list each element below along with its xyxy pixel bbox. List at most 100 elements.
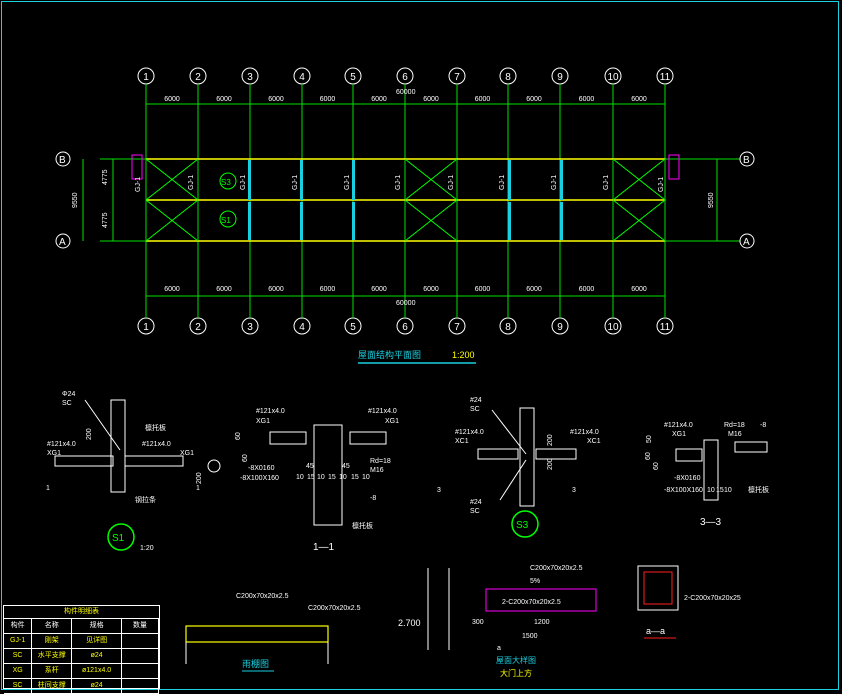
span-half-left-2: 4775 [102, 212, 109, 228]
detail-s3: #24 SC #121x4.0 XC1 #121x4.0 XC1 200 200… [437, 397, 601, 538]
svg-text:C200x70x20x2.5: C200x70x20x2.5 [308, 605, 361, 612]
svg-text:10: 10 [707, 487, 715, 494]
axis-number-3: 3 [247, 72, 253, 83]
axis-number-3: 3 [247, 322, 253, 333]
table-header-cell: 构件 [4, 619, 33, 633]
table-cell: SC [4, 679, 33, 693]
detail-s3-bubble: S3 [516, 520, 529, 531]
svg-text:XC1: XC1 [455, 438, 469, 445]
svg-text:60: 60 [645, 452, 652, 460]
bay-dim-3: 6000 [268, 286, 284, 293]
svg-text:Φ24: Φ24 [62, 391, 75, 398]
svg-text:a: a [497, 645, 501, 652]
svg-text:SC: SC [470, 508, 480, 515]
table-header-row: 构件名称规格数量 [4, 619, 159, 634]
bay-dim-1: 6000 [164, 286, 180, 293]
svg-text:XG1: XG1 [672, 431, 686, 438]
bay-dim-4: 6000 [320, 96, 336, 103]
section-a-a: 2-C200x70x20x25 a—a [637, 565, 741, 639]
gable-box-left [131, 154, 143, 180]
svg-text:15: 15 [328, 474, 336, 481]
section-a-a-title: a—a [646, 626, 665, 636]
svg-text:C200x70x20x2.5: C200x70x20x2.5 [530, 565, 583, 572]
table-cell: ø24 [72, 679, 122, 693]
svg-text:XG1: XG1 [47, 450, 61, 457]
axis-number-10: 10 [607, 72, 619, 83]
table-cell: ø121x4.0 [72, 664, 122, 678]
svg-text:2-C200x70x20x25: 2-C200x70x20x25 [684, 595, 741, 602]
svg-text:15: 15 [307, 474, 315, 481]
node-label-s3: S3 [221, 178, 231, 187]
axis-number-1: 1 [143, 72, 149, 83]
table-cell [122, 679, 159, 693]
svg-text:2-C200x70x20x2.5: 2-C200x70x20x2.5 [502, 599, 561, 606]
svg-text:#121x4.0: #121x4.0 [142, 441, 171, 448]
bay-dim-4: 6000 [320, 286, 336, 293]
svg-text:-8X100X160: -8X100X160 [664, 487, 703, 494]
svg-text:XG1: XG1 [256, 418, 270, 425]
axis-number-2: 2 [195, 72, 201, 83]
row-bubble-b-left: B [59, 155, 66, 166]
svg-text:-8X0160: -8X0160 [248, 465, 275, 472]
detail-3-3-title: 3—3 [700, 517, 722, 528]
table-cell: 系杆 [32, 664, 73, 678]
svg-text:#121x4.0: #121x4.0 [368, 408, 397, 415]
svg-text:15: 15 [716, 487, 724, 494]
svg-text:GJ-1: GJ-1 [499, 175, 506, 190]
table-header-cell: 名称 [32, 619, 73, 633]
svg-text:-8: -8 [370, 495, 376, 502]
svg-text:10: 10 [362, 474, 370, 481]
svg-text:200: 200 [86, 428, 93, 440]
svg-text:-8X0160: -8X0160 [674, 475, 701, 482]
table-title: 构件明细表 [4, 606, 159, 619]
svg-text:GJ-1: GJ-1 [188, 175, 195, 190]
roof-bracing [145, 158, 666, 242]
svg-text:45: 45 [306, 463, 314, 470]
canopy-drawing: C200x70x20x2.5 C200x70x20x2.5 雨棚图 [185, 593, 361, 672]
axis-number-11: 11 [660, 322, 671, 333]
axis-number-9: 9 [557, 322, 563, 333]
svg-text:檩托板: 檩托板 [748, 485, 769, 494]
table-cell: SC [4, 649, 33, 663]
row-bubble-a-right: A [743, 237, 750, 248]
axis-number-5: 5 [350, 72, 356, 83]
svg-text:1200: 1200 [534, 619, 550, 626]
span-total-right: 9550 [708, 192, 715, 208]
table-header-cell: 数量 [122, 619, 159, 633]
axis-number-5: 5 [350, 322, 356, 333]
frame-labels: GJ-1 GJ-1 GJ-1 GJ-1 GJ-1 GJ-1 GJ-1 GJ-1 … [135, 175, 665, 192]
table-cell: 见详图 [72, 634, 122, 648]
svg-text:Rd=18: Rd=18 [370, 458, 391, 465]
axis-number-4: 4 [299, 322, 305, 333]
node-bubble-s3 [219, 172, 237, 190]
table-cell: ø24 [72, 649, 122, 663]
svg-text:200: 200 [547, 434, 554, 446]
svg-text:SC: SC [470, 406, 480, 413]
table-cell: 柱间支撑 [32, 679, 73, 693]
axis-number-2: 2 [195, 322, 201, 333]
table-cell: 水平支撑 [32, 649, 73, 663]
door-canopy-detail: C200x70x20x2.5 5% 2-C200x70x20x2.5 2.700… [398, 565, 597, 678]
node-label-s1: S1 [221, 216, 231, 225]
svg-text:#121x4.0: #121x4.0 [256, 408, 285, 415]
svg-text:1: 1 [196, 485, 200, 492]
bay-dim-7: 6000 [475, 286, 491, 293]
svg-text:大门上方: 大门上方 [500, 668, 532, 678]
svg-text:-8X100X160: -8X100X160 [240, 475, 279, 482]
svg-text:2.700: 2.700 [398, 618, 421, 628]
svg-text:M16: M16 [728, 431, 742, 438]
svg-text:SC: SC [62, 400, 72, 407]
bay-dim-8: 6000 [526, 286, 542, 293]
bay-dim-1: 6000 [164, 96, 180, 103]
bay-dim-9: 6000 [579, 96, 595, 103]
svg-text:#121x4.0: #121x4.0 [47, 441, 76, 448]
svg-text:60: 60 [653, 462, 660, 470]
svg-text:#121x4.0: #121x4.0 [664, 422, 693, 429]
svg-text:10: 10 [317, 474, 325, 481]
span-total-left: 9550 [72, 192, 79, 208]
